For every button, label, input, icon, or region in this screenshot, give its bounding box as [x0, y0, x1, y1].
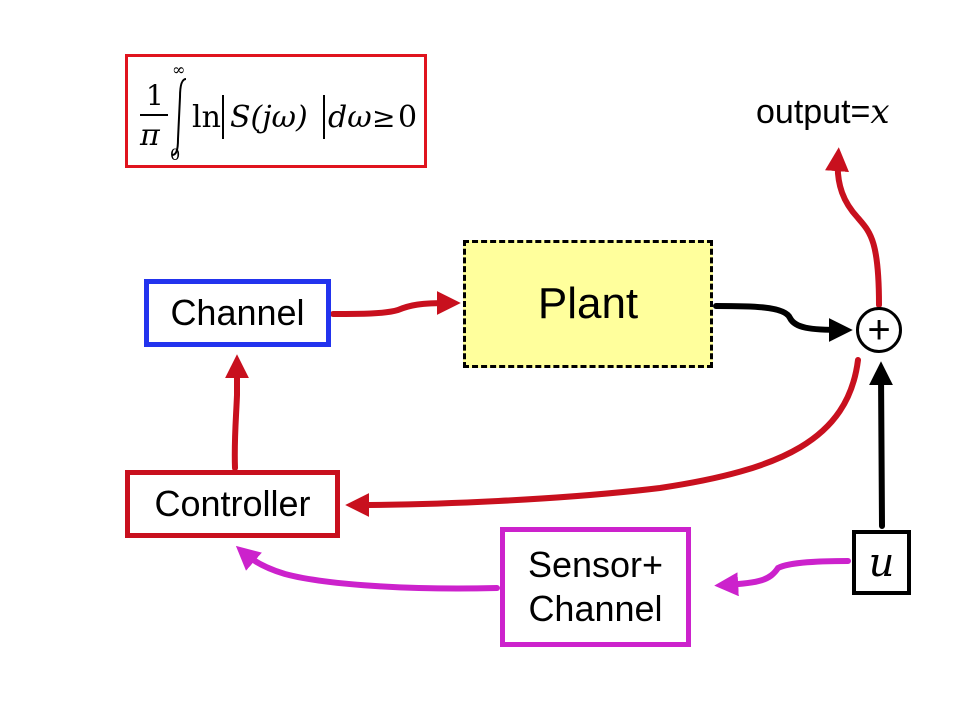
- channel-label: Channel: [170, 292, 305, 333]
- disturbance-label: u: [868, 539, 895, 586]
- integral-sign: [171, 78, 187, 156]
- controller-block: Controller: [125, 470, 340, 538]
- bode-integral-formula: 1 π ∞ 0 ln S(jω) dω ≥ 0: [139, 60, 417, 164]
- disturbance-block: u: [852, 530, 911, 595]
- sensor-label-line2: Channel: [528, 588, 663, 629]
- u-to-sensor-arrow: [714, 558, 851, 597]
- channel-block: Channel: [144, 279, 331, 347]
- controller-to-channel-arrow: [225, 354, 249, 471]
- integral-lower-limit: 0: [170, 145, 180, 164]
- sensor-to-controller-arrow: [235, 545, 500, 592]
- plant-block: Plant: [463, 240, 713, 368]
- u-to-sum-arrow: [869, 361, 894, 529]
- sum-symbol: +: [867, 308, 891, 352]
- formula-rhs: 0: [398, 100, 417, 135]
- differential: dω: [328, 100, 372, 135]
- relation-symbol: ≥: [372, 101, 395, 134]
- output-prefix: output=: [756, 93, 871, 131]
- abs-content: S(jω): [230, 100, 308, 135]
- output-arrow: [825, 147, 882, 308]
- output-variable: x: [870, 92, 890, 132]
- channel-to-plant-arrow: [330, 291, 461, 317]
- fraction-denominator: π: [139, 118, 161, 153]
- fraction-numerator: 1: [146, 79, 164, 112]
- plant-label: Plant: [537, 279, 639, 328]
- sensor-channel-block: Sensor+ Channel: [500, 527, 691, 647]
- sensor-label-line1: Sensor+: [527, 544, 664, 585]
- output-label: output=x: [756, 92, 890, 132]
- summing-junction: +: [856, 307, 902, 353]
- bode-integral-formula-box: 1 π ∞ 0 ln S(jω) dω ≥ 0: [125, 54, 427, 168]
- plant-to-sum-arrow: [713, 303, 853, 342]
- ln-symbol: ln: [192, 100, 221, 135]
- integral-upper-limit: ∞: [172, 60, 185, 79]
- controller-label: Controller: [154, 483, 311, 524]
- sum-to-controller-arrow: [345, 357, 861, 517]
